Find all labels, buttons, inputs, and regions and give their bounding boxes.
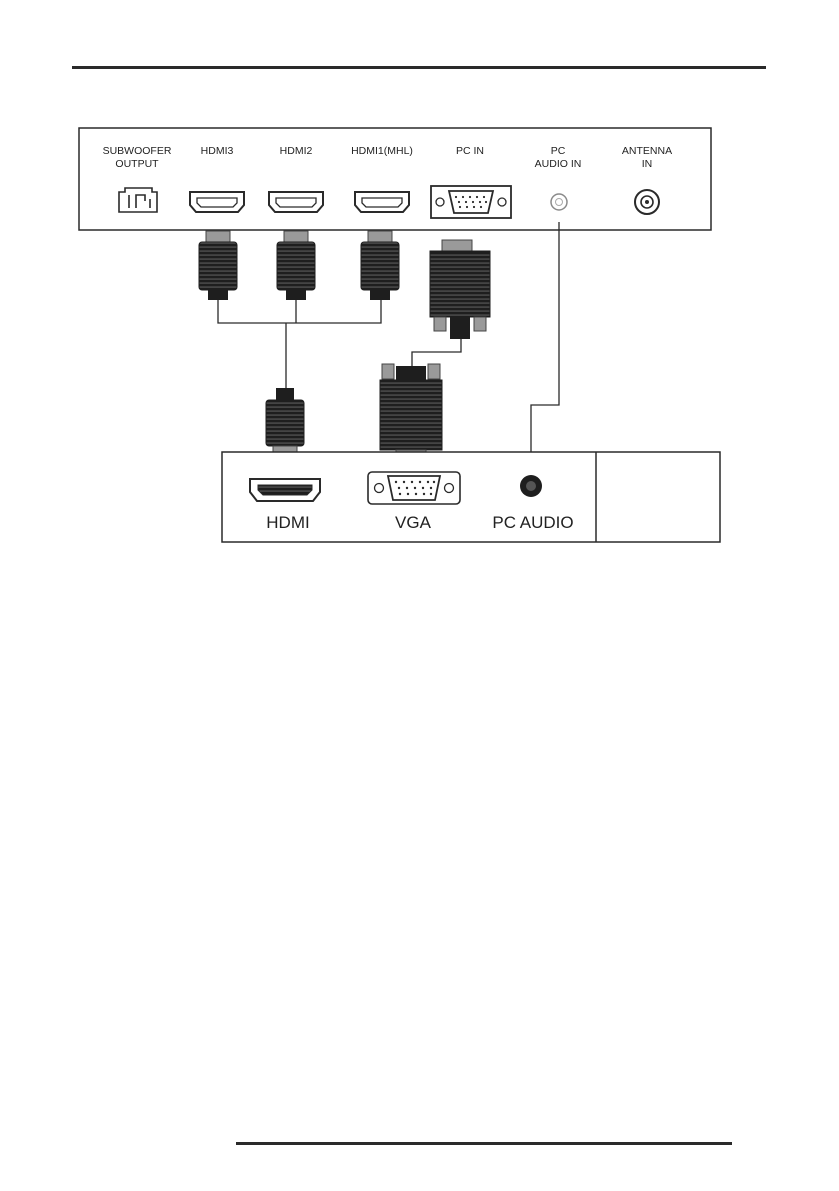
device-label-pc-audio: PC AUDIO xyxy=(492,513,573,532)
device-hdmi-port-icon xyxy=(249,478,321,502)
label-hdmi1: HDMI1(MHL) xyxy=(351,145,413,157)
device-label-vga: VGA xyxy=(395,513,432,532)
tv-rear-panel xyxy=(78,127,712,231)
vga-device-plug-icon xyxy=(379,363,443,461)
label-subwoofer-line2: OUTPUT xyxy=(115,158,159,170)
vga-tv-plug-icon xyxy=(429,239,491,339)
hdmi-cable-lines xyxy=(217,300,382,388)
hdmi-cable-plug-2-icon xyxy=(276,230,316,300)
device-label-hdmi: HDMI xyxy=(266,513,309,532)
antenna-in-jack-icon xyxy=(634,189,660,215)
label-pc-audio-line1: PC xyxy=(551,145,566,157)
device-vga-port-icon xyxy=(367,471,461,505)
label-pc-audio-line2: AUDIO IN xyxy=(535,158,582,170)
label-hdmi2: HDMI2 xyxy=(280,145,313,157)
pc-in-vga-port-icon xyxy=(430,185,512,219)
label-antenna-line2: IN xyxy=(642,158,653,170)
subwoofer-jack-icon xyxy=(118,187,158,213)
bottom-rule xyxy=(236,1142,732,1145)
hdmi2-port-icon xyxy=(268,191,324,213)
hdmi1-port-icon xyxy=(354,191,410,213)
label-subwoofer-line1: SUBWOOFER xyxy=(103,145,172,157)
hdmi-cable-plug-3-icon xyxy=(198,230,238,300)
label-antenna-line1: ANTENNA xyxy=(622,145,672,157)
pc-audio-cable-line xyxy=(530,222,560,476)
label-pc-in: PC IN xyxy=(456,145,484,157)
hdmi-cable-plug-1-icon xyxy=(360,230,400,300)
vga-cable-line xyxy=(411,339,462,366)
hdmi-device-plug-icon xyxy=(265,388,305,459)
top-rule xyxy=(72,66,766,69)
pc-audio-in-jack-icon xyxy=(550,193,568,211)
device-pc-audio-jack-icon xyxy=(520,475,542,497)
hdmi3-port-icon xyxy=(189,191,245,213)
label-hdmi3: HDMI3 xyxy=(201,145,234,157)
